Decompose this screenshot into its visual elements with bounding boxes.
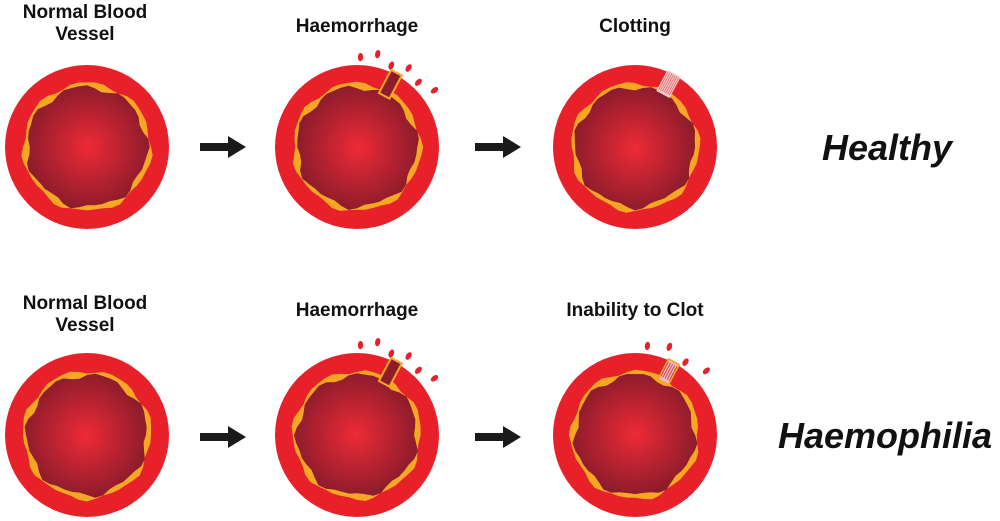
blood-drop: [666, 342, 673, 351]
stage-title-inability-to-clot: Inability to Clot: [566, 300, 704, 321]
blood-drop: [702, 367, 710, 375]
vessel-normal-haemophilia: [5, 353, 169, 517]
arrow-icon: [475, 426, 521, 448]
vessel-normal-healthy: [5, 65, 169, 229]
stage-title-normal-haemophilia: Normal Blood Vessel: [22, 293, 148, 336]
vessel-haemorrhage-haemophilia: [275, 337, 439, 517]
blood-drop: [414, 78, 422, 86]
blood-drop: [388, 61, 395, 70]
vessel-haemorrhage-healthy: [275, 49, 439, 229]
stage-title-normal-healthy: Normal Blood Vessel: [22, 2, 148, 45]
stage-title-clotting-healthy: Clotting: [599, 16, 671, 37]
blood-drop: [388, 349, 395, 358]
vessel-inability-to-clot: [553, 341, 717, 517]
blood-drop: [375, 49, 381, 59]
blood-drop: [375, 337, 381, 347]
blood-drop: [644, 341, 651, 351]
blood-drop: [405, 64, 412, 72]
row-label-haemophilia: Haemophilia: [778, 415, 993, 456]
blood-drop: [357, 52, 364, 62]
blood-drop: [405, 352, 412, 360]
arrow-icon: [200, 426, 246, 448]
row-label-healthy: Healthy: [822, 127, 953, 168]
stage-title-haemorrhage-haemophilia: Haemorrhage: [295, 300, 419, 321]
arrow-icon: [475, 136, 521, 158]
stage-title-haemorrhage-healthy: Haemorrhage: [295, 16, 419, 37]
vessel-clotting-healthy: [553, 65, 717, 229]
arrow-icon: [200, 136, 246, 158]
blood-drop: [682, 358, 689, 366]
blood-drop: [414, 366, 422, 374]
blood-drop: [430, 375, 439, 382]
blood-drop: [357, 340, 364, 350]
blood-drop: [430, 87, 439, 94]
